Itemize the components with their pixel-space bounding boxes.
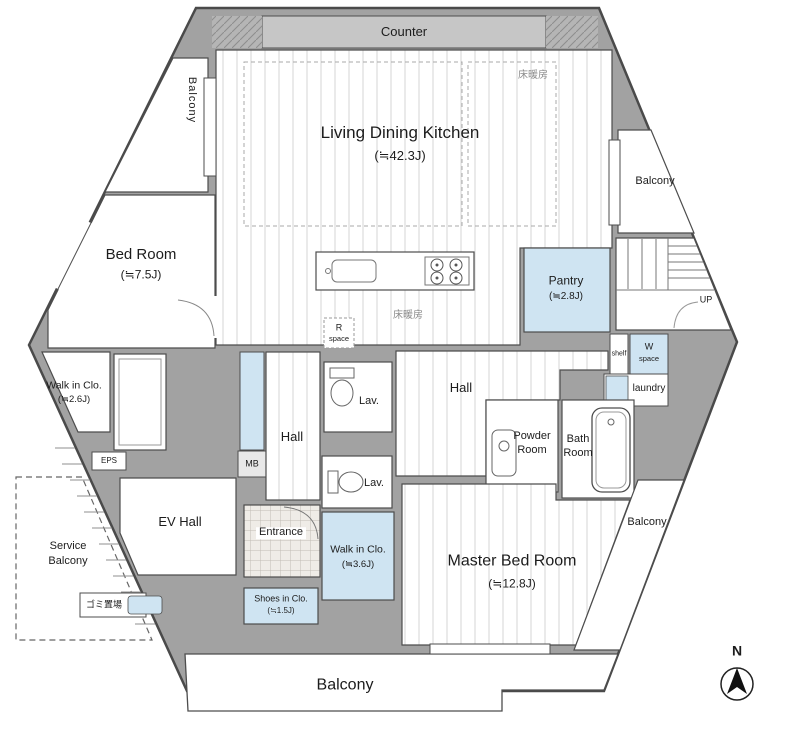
walkin-large-name: Walk in Clo. <box>330 543 386 556</box>
room-lav-lower <box>321 455 393 509</box>
service-balcony-label-2: Balcony <box>48 555 88 568</box>
compass-n-label: N <box>731 642 743 659</box>
vanity-icon <box>491 429 517 477</box>
walkin-small-size: (≒2.6J) <box>57 394 91 406</box>
windows <box>54 77 621 655</box>
balcony-bottom-label: Balcony <box>316 676 374 694</box>
room-entrance <box>243 504 321 578</box>
floor-heating-area-1 <box>243 61 463 227</box>
ldk-name: Living Dining Kitchen <box>320 123 480 143</box>
powder-label-1: Powder <box>513 430 551 443</box>
mb-label: MB <box>245 458 259 469</box>
room-walkin-small-floor <box>41 351 111 433</box>
service-balcony-hatch <box>55 447 155 625</box>
compass-icon <box>720 667 754 701</box>
room-bath <box>561 399 635 499</box>
hatch-left <box>212 16 262 48</box>
master-size: (≒12.8J) <box>488 576 536 591</box>
room-hall-left-floor <box>265 351 321 501</box>
garbage-box <box>127 595 163 615</box>
lav-upper-label: Lav. <box>359 395 379 408</box>
storage-strip <box>239 351 265 451</box>
counter-label: Counter <box>380 24 428 40</box>
entrance-label: Entrance <box>255 527 307 539</box>
shoes-closet-size: (≒1.5J) <box>267 605 295 615</box>
hall-center-label: Hall <box>449 380 473 396</box>
service-balcony-label-1: Service <box>49 540 87 553</box>
stairs <box>615 237 732 331</box>
floor-heating-label-top: 床暖房 <box>518 69 548 81</box>
r-space-label-1: R <box>335 322 343 333</box>
room-lav-upper <box>323 361 393 433</box>
r-space-label-2: space <box>328 334 350 344</box>
w-space-label-1: W <box>644 341 654 352</box>
toilet-icon <box>338 471 364 493</box>
garbage-label: ゴミ置場 <box>85 599 123 610</box>
toilet-icon <box>330 379 354 407</box>
balcony-lower-right-label: Balcony <box>627 516 667 529</box>
bottom-balcony-floor <box>184 653 619 712</box>
hall-left-label: Hall <box>280 429 304 445</box>
garbage-area <box>79 592 163 618</box>
bedroom-size: (≒7.5J) <box>120 267 162 282</box>
shelf-label: shelf <box>611 350 627 358</box>
room-hall-center-floor <box>395 350 609 477</box>
top-left-balcony-floor <box>104 57 209 193</box>
lower-right-balcony-floor <box>573 479 685 651</box>
room-walkin-large-floor <box>321 511 395 601</box>
kitchen-island <box>315 251 475 291</box>
bath-label-1: Bath <box>566 433 590 446</box>
master-name: Master Bed Room <box>447 552 577 570</box>
w-space-label-2: space <box>638 354 660 364</box>
bedroom-name: Bed Room <box>105 246 177 264</box>
pantry-size: (≒2.8J) <box>549 290 583 302</box>
walkin-small-name: Walk in Clo. <box>46 379 102 392</box>
eps-label: EPS <box>100 455 118 465</box>
closet-box <box>113 353 167 451</box>
toilet-tank-icon <box>327 470 339 494</box>
room-ev-hall-floor <box>119 477 237 576</box>
bathtub-icon <box>591 407 631 493</box>
room-pantry-floor <box>523 247 611 333</box>
powder-label-2: Room <box>517 444 547 457</box>
shoes-closet-name: Shoes in Clo. <box>254 593 308 604</box>
ldk-size: (≒42.3J) <box>374 148 426 164</box>
stairs-up-label: UP <box>699 294 713 305</box>
bedroom-door <box>177 296 219 338</box>
door-arc <box>283 506 319 540</box>
pantry-name: Pantry <box>548 273 584 288</box>
hatch-right <box>546 16 598 48</box>
r-space-box <box>323 317 355 349</box>
floor-heating-label-mid: 床暖房 <box>393 309 423 321</box>
eps-box <box>91 451 127 471</box>
ev-hall-label: EV Hall <box>158 514 202 530</box>
laundry-label: laundry <box>632 382 666 394</box>
bath-label-2: Room <box>563 447 593 460</box>
sink-icon <box>331 259 377 283</box>
floor-heating-area-2 <box>467 61 557 227</box>
room-shoes-closet-floor <box>243 587 319 625</box>
walkin-large-size: (≒3.6J) <box>341 559 375 571</box>
balcony-right-label: Balcony <box>635 175 675 188</box>
balcony-top-left-label: Balcony <box>185 76 198 124</box>
toilet-tank-icon <box>329 367 355 379</box>
w-space-box <box>629 333 669 375</box>
room-ldk-floor <box>215 49 613 346</box>
lav-lower-label: Lav. <box>364 477 384 490</box>
room-powder <box>485 399 559 493</box>
